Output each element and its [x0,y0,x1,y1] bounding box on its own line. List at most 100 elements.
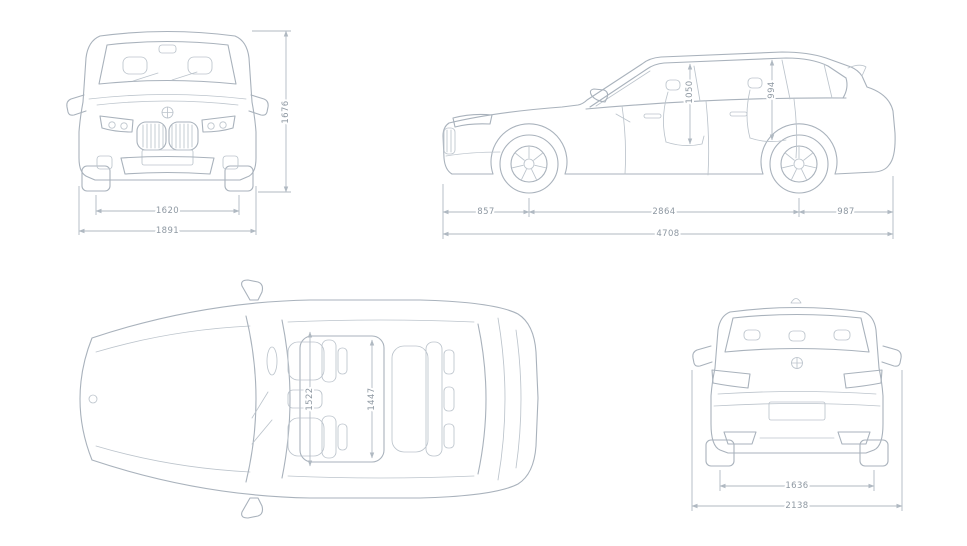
dim-label-front-overhang: 857 [477,207,494,217]
dim-label-front-track: 1620 [156,206,179,216]
quarter-glass-divider [823,63,833,99]
antenna-fin [790,298,802,304]
bmw-roundel-icon [161,106,174,119]
taillight-left [711,369,751,389]
rear-mirror-right [881,345,902,367]
window-rear-edge [842,77,848,99]
front-side-mirror-right [248,94,269,116]
dim-label-length: 4708 [656,229,679,239]
dim-label-rear-width-mirrors: 2138 [785,501,808,511]
dim-label-top-front-width: 1522 [305,387,315,410]
side-view: 1050 994 857 2864 987 4708 [442,51,896,241]
dim-label-top-rear-width: 1447 [367,387,377,410]
rear-mirror-left [692,345,713,367]
rear-quarter-cut [793,98,798,159]
front-view: 1620 1891 1676 [66,30,293,238]
top-body-outline [79,299,539,499]
steering-wheel [615,113,631,123]
rear-wheel-arch [760,123,838,175]
tailgate-crease [717,391,877,395]
rear-headrest-right [833,329,851,341]
side-grille-bars [446,129,452,153]
hood-crease-top [95,325,251,353]
diffuser-right [837,431,871,445]
dim-front-track: 1620 [95,195,240,218]
headlight-left-ring-1 [108,121,116,129]
c-pillar [781,59,791,100]
rear-view: 1636 2138 [691,298,903,513]
top-rear-bench [391,341,455,457]
headlight-right-ring-1 [207,122,215,130]
kidney-grille [136,121,199,151]
a-pillar [595,70,651,107]
dim-label-front-height: 1676 [281,100,291,123]
headlight-left [99,115,134,133]
wiper-right [171,71,198,81]
front-lower-intake [120,155,215,175]
side-rear-wheel [769,134,829,194]
dim-side-front-headroom: 1050 [683,63,697,145]
dim-label-front-width: 1891 [156,226,179,236]
front-left-tire [81,165,111,192]
front-headrest-right [187,56,213,75]
rear-spoiler [847,64,867,77]
top-front-seat-left [287,339,348,383]
front-tire [499,134,559,194]
front-bumper-crease [445,151,501,157]
rear-hub [793,158,805,170]
window-belt-line [585,97,847,110]
dim-side-overhangs-wheelbase: 857 2864 987 [442,176,894,239]
diffuser-left [723,431,757,445]
front-headrest-left [122,56,148,75]
grille-bars-right [171,123,193,149]
front-wheel-spokes [512,146,547,180]
front-rim [510,145,548,183]
top-steering-wheel [266,346,278,376]
rear-roundel-icon [791,357,803,369]
front-windshield [98,40,237,85]
side-front-wheel [499,134,559,194]
windshield-top-arc [281,319,291,479]
rear-body-outline [710,306,884,454]
hood-crease-outer [88,94,247,100]
roof-edge-bottom [287,475,475,479]
headlight-left-ring-2 [120,122,128,130]
tailgate-edge-arc [497,317,506,481]
dim-rear-track: 1636 [719,470,875,493]
rear-license-plate [768,401,826,421]
rear-wheel-spokes [782,146,817,180]
top-mirror-lower [241,497,264,519]
top-front-seat-right [287,415,348,459]
hood-crease-inner [96,100,239,106]
rear-bumper-arc [515,329,522,469]
front-door-handle [643,113,662,119]
dim-side-length: 4708 [442,227,894,241]
wiper-left [132,72,159,82]
side-body-outline [442,51,896,175]
center-console [287,389,323,409]
dim-label-wheelbase: 2864 [652,207,675,217]
front-body-outline [78,30,257,181]
rearview-mirror [158,44,177,54]
grille-bars-left [142,123,164,149]
top-mirror-upper [241,279,264,301]
interior-front-seat [663,79,705,147]
rear-tire [769,134,829,194]
dim-rear-width-mirrors: 2138 [691,370,903,513]
hood-roundel-icon [88,394,98,404]
rear-door-handle [729,111,748,117]
front-wheel-arch [490,123,568,175]
side-headlight [452,113,493,128]
front-right-tire [224,165,254,192]
window-top-edge [589,57,847,108]
side-grille [443,127,456,155]
roof-edge-top [287,319,475,323]
headlight-right-ring-2 [219,121,227,129]
dim-label-rear-headroom: 994 [767,81,777,98]
dim-side-rear-headroom: 994 [765,59,779,141]
headlight-right [201,115,236,133]
sunroof [299,335,385,463]
windshield-base-arc [245,315,257,483]
dim-front-height: 1676 [252,30,293,193]
